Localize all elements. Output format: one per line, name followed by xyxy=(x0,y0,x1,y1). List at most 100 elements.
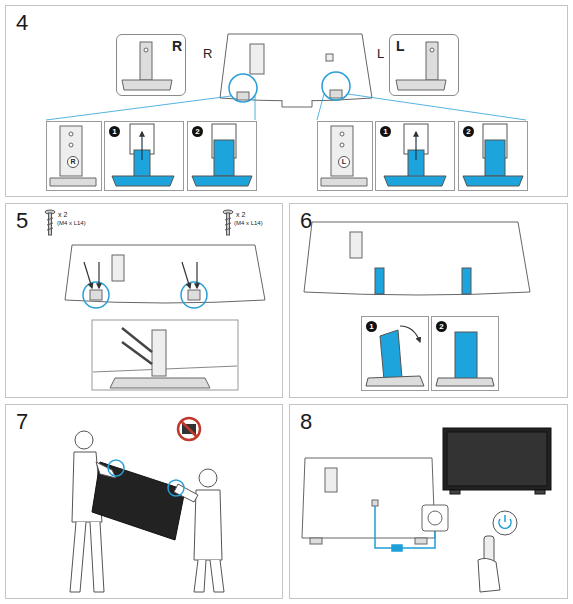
detail-panel: 2 xyxy=(431,316,499,391)
screw-icon xyxy=(225,223,231,225)
bracket-view xyxy=(340,132,344,136)
tv-front xyxy=(447,432,547,486)
no-hold-screen-icon xyxy=(181,421,197,437)
callout-number: 2 xyxy=(436,321,447,332)
screw-icon xyxy=(225,228,231,230)
quantity-label: x 2 xyxy=(236,211,245,218)
wall-outlet xyxy=(422,505,448,531)
screw-detail xyxy=(110,378,210,388)
zoom-leader xyxy=(255,96,256,120)
step-panel: 612 xyxy=(289,203,568,398)
callout-number: 2 xyxy=(463,126,474,137)
detail-panel: 2 xyxy=(458,121,528,191)
detail-panel: 1 xyxy=(361,316,429,391)
screw-icon xyxy=(47,223,53,225)
stand-insert xyxy=(192,176,252,186)
person-figure xyxy=(75,431,93,449)
screw-detail xyxy=(92,320,238,390)
zoom-leader xyxy=(46,96,231,120)
bracket-view xyxy=(69,132,73,136)
side-letter: R xyxy=(172,39,182,53)
zoom-leader xyxy=(46,94,526,120)
stand-inset: R xyxy=(116,34,186,96)
stand-insert xyxy=(415,132,416,160)
tv-back xyxy=(302,458,435,544)
screw-icon xyxy=(47,218,53,220)
power-cable xyxy=(392,545,402,551)
grip-circle xyxy=(108,460,184,496)
callout-number: 2 xyxy=(192,126,203,137)
bracket-view xyxy=(69,143,73,147)
zoom-circle xyxy=(229,74,257,102)
stand-detail xyxy=(144,48,148,52)
detail-panel: R xyxy=(46,121,102,191)
tv-back xyxy=(188,290,200,300)
cover-detail xyxy=(366,376,424,386)
wall-outlet xyxy=(422,505,448,531)
bracket-view xyxy=(60,126,82,176)
person-figure xyxy=(194,560,206,592)
bracket-view xyxy=(340,143,344,147)
stand-detail xyxy=(122,80,172,90)
person-figure xyxy=(194,490,222,560)
step-panel: 7 xyxy=(5,404,283,599)
tv-back xyxy=(375,268,384,294)
tv-back xyxy=(282,100,312,107)
side-mark: L xyxy=(338,156,350,168)
screw-spec: (M4 x L14) xyxy=(57,220,86,226)
tv-front xyxy=(535,490,545,494)
screw-arrow xyxy=(196,262,197,288)
stand-insert xyxy=(214,140,234,176)
zoom-circle xyxy=(83,282,109,308)
tv-back xyxy=(372,500,378,506)
detail-panel: 1 xyxy=(375,121,455,191)
hand-arm xyxy=(96,462,198,502)
step-number: 5 xyxy=(16,210,28,232)
tv-back xyxy=(326,54,333,61)
zoom-circle xyxy=(229,72,350,102)
cover-detail xyxy=(380,330,402,380)
tv-back xyxy=(325,468,337,492)
screw-arrow xyxy=(98,262,99,288)
side-letter: L xyxy=(377,47,384,60)
tv-front xyxy=(450,490,460,494)
callout-number: 1 xyxy=(366,321,377,332)
person-figure xyxy=(70,431,224,592)
tv-front xyxy=(92,462,185,540)
zoom-circle xyxy=(322,72,350,100)
tv-front xyxy=(443,428,551,494)
detail-panel: L xyxy=(317,121,373,191)
tv-back xyxy=(112,255,124,281)
tv-back xyxy=(415,538,427,544)
tv-back xyxy=(304,222,530,295)
person-figure xyxy=(210,560,224,592)
step-number: 4 xyxy=(16,12,28,34)
person-figure xyxy=(70,522,86,592)
stand-detail xyxy=(426,42,438,80)
power-button xyxy=(493,511,517,535)
bracket-view xyxy=(331,126,353,176)
callout-number: 1 xyxy=(109,126,120,137)
tv-back xyxy=(304,222,530,295)
stand-insert xyxy=(463,176,523,186)
tv-back xyxy=(350,232,362,258)
bracket-view xyxy=(50,178,96,186)
screw-detail xyxy=(122,342,152,364)
screw-detail xyxy=(92,320,238,390)
remote-hand xyxy=(478,536,500,592)
tv-back xyxy=(65,245,265,303)
bracket-view xyxy=(50,126,367,186)
wall-outlet xyxy=(428,511,442,525)
remote-hand xyxy=(478,558,500,592)
screw-detail xyxy=(122,328,152,352)
stand-detail xyxy=(140,42,152,80)
zoom-leader xyxy=(317,94,324,120)
detail-panel: 1 xyxy=(104,121,184,191)
step-panel: 5 xyxy=(5,203,283,398)
grip-circle xyxy=(168,480,184,496)
person-figure xyxy=(90,522,104,592)
side-letter: R xyxy=(203,47,212,60)
no-hold-screen-icon xyxy=(178,418,200,440)
tv-back xyxy=(310,538,322,544)
